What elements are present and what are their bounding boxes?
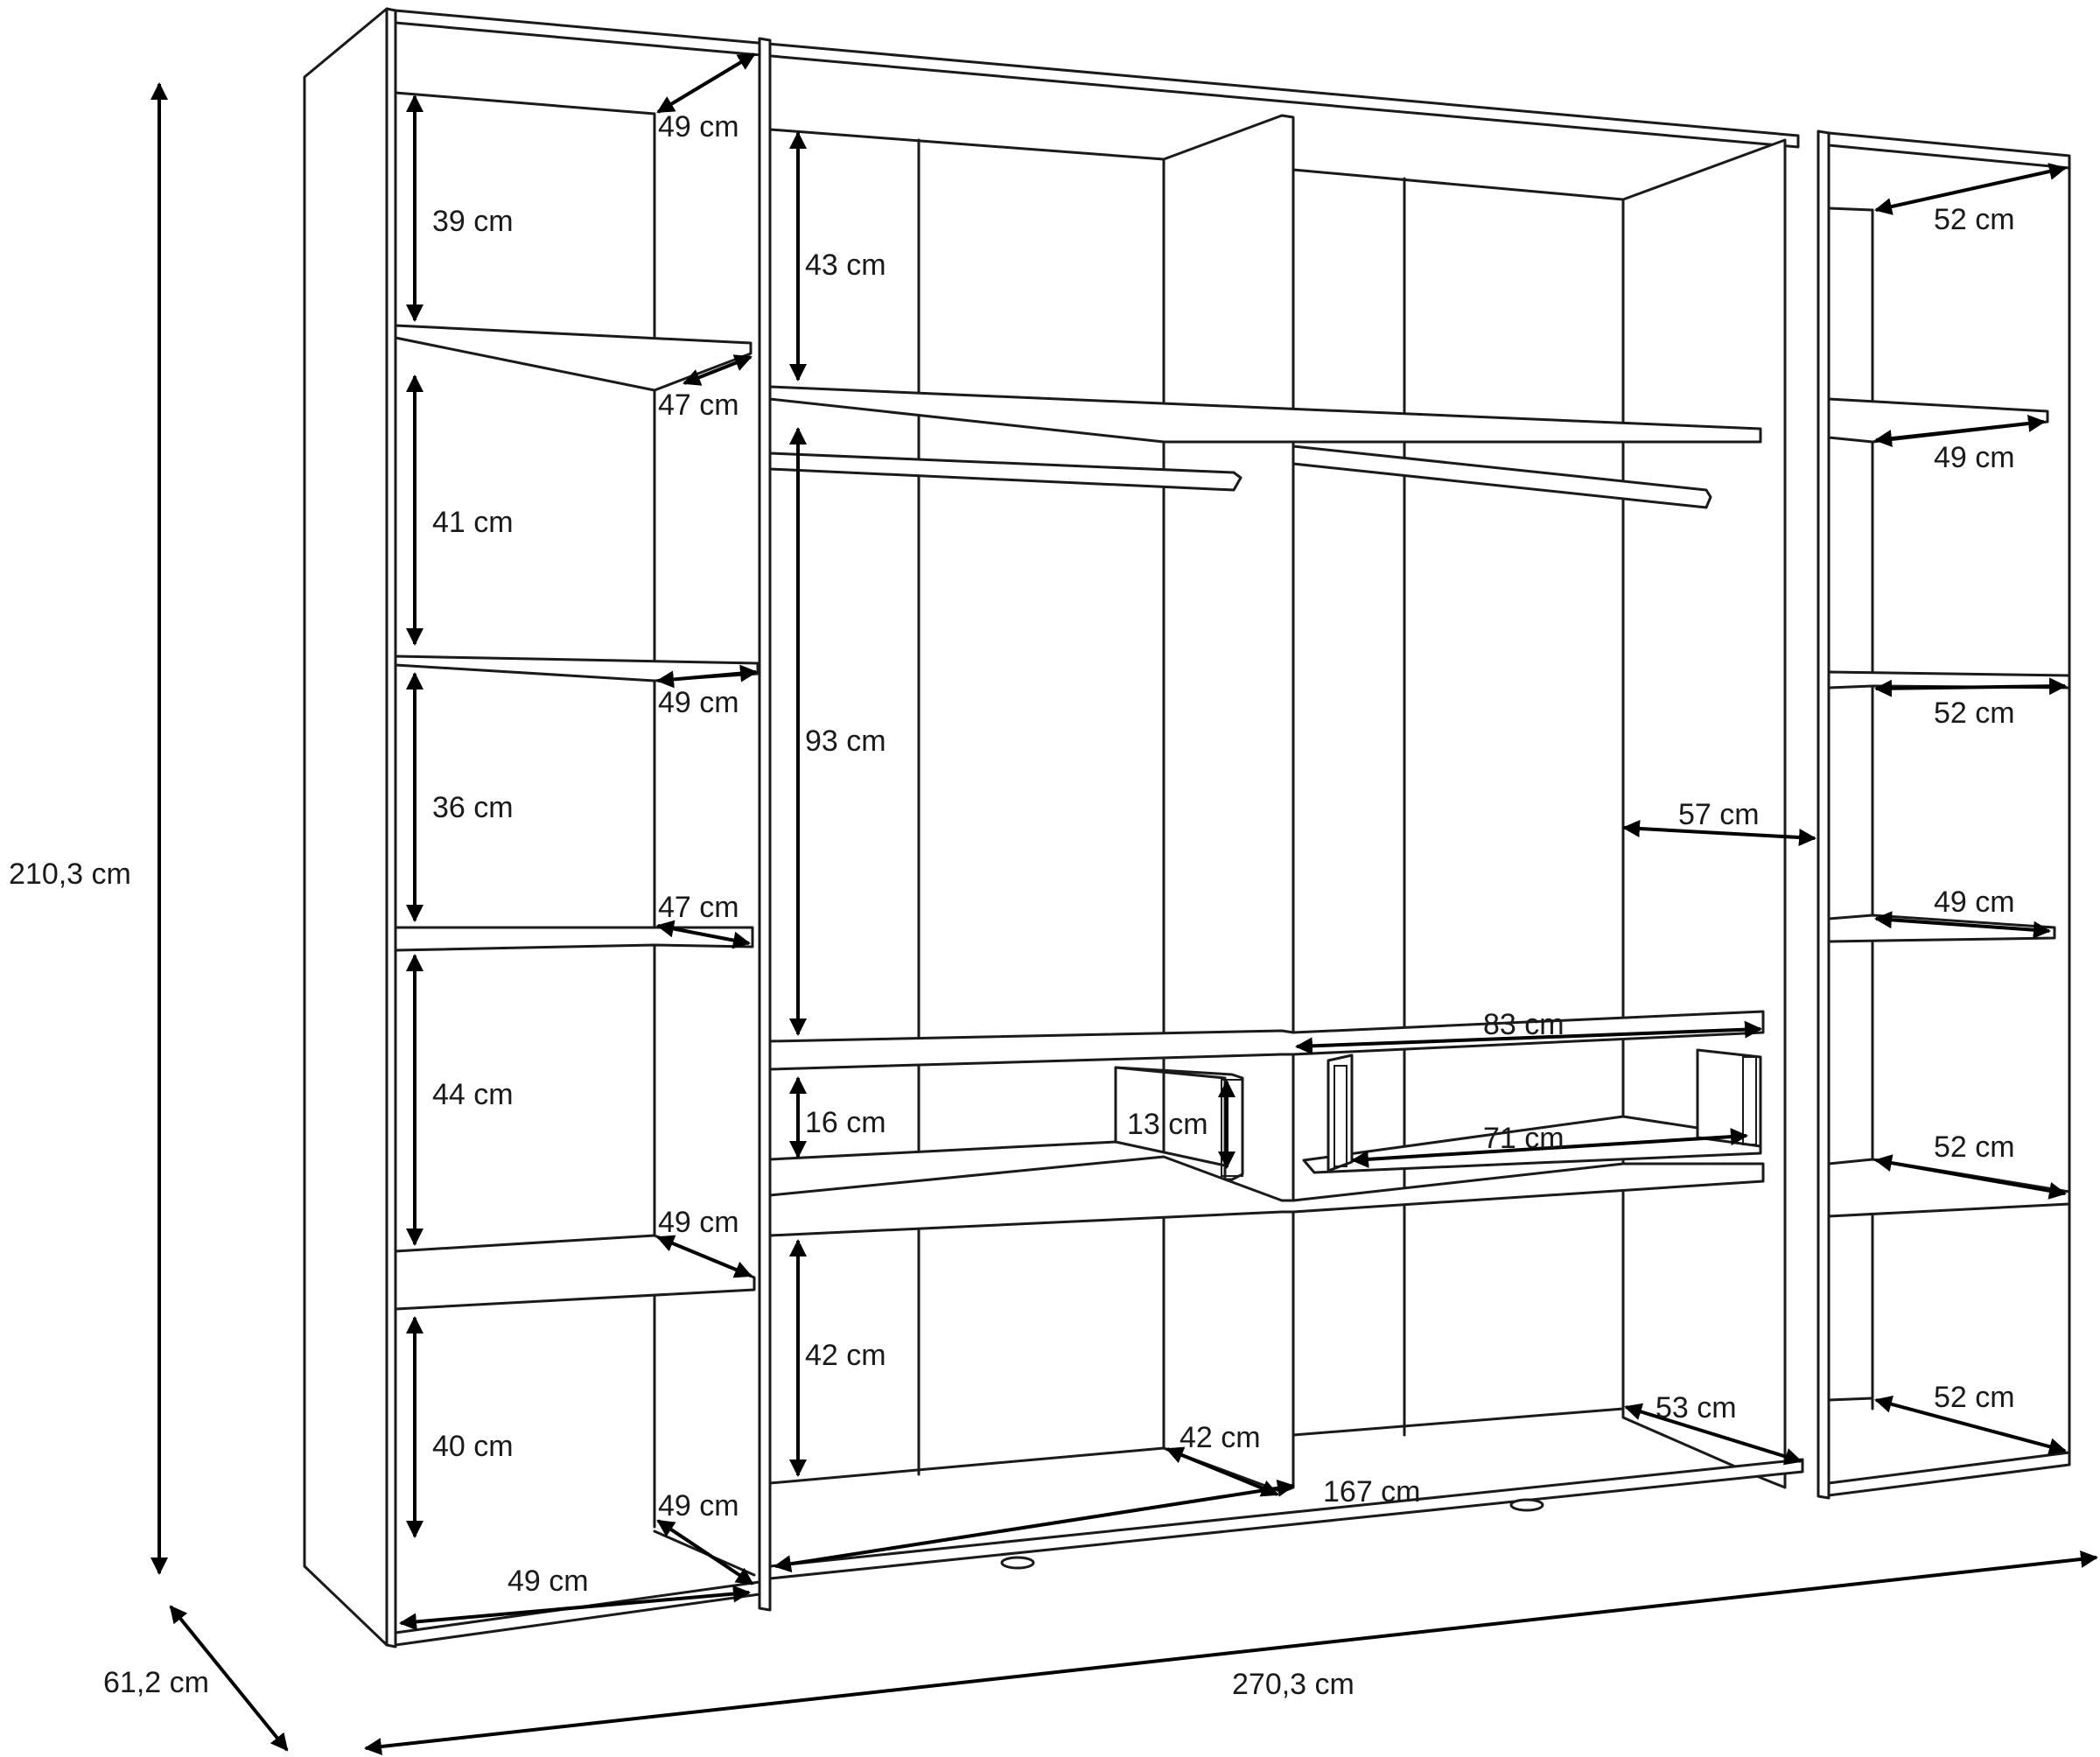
right-top-depth-label: 52 cm xyxy=(1934,203,2015,236)
overall-height-label: 210,3 cm xyxy=(9,858,131,891)
drawer-opening-label: 16 cm xyxy=(805,1106,886,1139)
left-h3-label: 36 cm xyxy=(432,791,514,824)
wardrobe-carcass xyxy=(303,7,2071,1648)
left-shelf2-depth-arrow xyxy=(656,664,758,689)
right-shelf3-depth-label: 49 cm xyxy=(1934,886,2015,919)
left-h5-label: 40 cm xyxy=(432,1430,514,1463)
overall-depth-label: 61,2 cm xyxy=(103,1666,209,1699)
middle-lower-shelf xyxy=(768,1155,1765,1237)
left-shelf1-depth-arrow xyxy=(682,354,752,386)
right-drawer-side-right xyxy=(1696,1048,1762,1148)
middle-bottom-height-label: 42 cm xyxy=(805,1339,886,1372)
left-side-panel xyxy=(303,7,388,1647)
left-shelf-4 xyxy=(394,1234,756,1311)
right-bottom-panel xyxy=(1827,1451,2071,1497)
right-shelf4-depth-arrow xyxy=(1874,1154,2067,1200)
right-shelf3-depth-arrow xyxy=(1874,911,2051,939)
drawer-height-label: 13 cm xyxy=(1127,1108,1208,1141)
left-depth-top-label: 49 cm xyxy=(658,110,739,144)
middle-bottom-width-arrow xyxy=(774,1479,1295,1573)
overall-width-label: 270,3 cm xyxy=(1232,1668,1354,1701)
dimension-labels: 210,3 cm 61,2 cm 270,3 cm 49 cm 39 cm 47… xyxy=(9,110,2015,1701)
middle-divider-panel xyxy=(1162,114,1295,1494)
middle-bottom-width-label: 167 cm xyxy=(1323,1475,1421,1508)
hanging-rail-right xyxy=(1292,444,1712,509)
left-divider-panel xyxy=(758,37,772,1612)
foot-right xyxy=(1509,1498,1544,1512)
drawer-width-label: 71 cm xyxy=(1483,1122,1564,1155)
middle-back-top-right xyxy=(1292,168,1625,201)
right-drawer-runner-right xyxy=(1742,1056,1757,1145)
left-shelf4-depth-label: 49 cm xyxy=(658,1206,739,1239)
right-shelves xyxy=(1827,397,2071,1218)
left-bottom-width-label: 49 cm xyxy=(508,1564,589,1598)
middle-back-top-left xyxy=(768,128,1166,161)
left-bottom-depth-label: 49 cm xyxy=(658,1489,739,1522)
left-bottom-depth-arrow xyxy=(656,1519,754,1586)
foot-left xyxy=(1000,1556,1035,1570)
inner-depth-arrow xyxy=(1622,820,1816,846)
left-shelf2-depth-label: 49 cm xyxy=(658,686,739,719)
middle-floor-left xyxy=(768,1446,1166,1485)
left-shelf-1 xyxy=(394,324,752,392)
right-top-depth-arrow xyxy=(1874,163,2067,215)
middle-bottom-depth-label: 42 cm xyxy=(1180,1421,1261,1454)
right-top-panel xyxy=(1827,131,2071,170)
left-shelf1-depth-label: 47 cm xyxy=(658,388,739,422)
hanging-rail-left xyxy=(768,452,1242,492)
middle-floor-right xyxy=(1292,1407,1625,1437)
dimension-arrows xyxy=(150,52,2098,1755)
left-h1-label: 39 cm xyxy=(432,205,514,238)
right-shelf1-depth-label: 49 cm xyxy=(1934,441,2015,474)
shelf-width-label: 83 cm xyxy=(1483,1008,1564,1041)
hanging-height-label: 93 cm xyxy=(805,724,886,758)
left-shelf3-depth-label: 47 cm xyxy=(658,891,739,924)
right-shelf2-depth-arrow xyxy=(1874,677,2067,697)
left-shelf3-depth-arrow xyxy=(656,920,751,949)
right-back-top xyxy=(1827,206,1874,212)
left-side-panel-front-edge xyxy=(385,7,397,1648)
shelf-width-arrow xyxy=(1295,1020,1762,1055)
right-bottom-depth-arrow xyxy=(1874,1396,2067,1455)
left-back-top xyxy=(394,91,656,116)
middle-top-shelf xyxy=(768,385,1762,444)
drawer-width-arrow xyxy=(1351,1128,1748,1168)
inner-depth-label: 57 cm xyxy=(1678,798,1760,831)
left-depth-top-arrow xyxy=(656,52,756,114)
left-shelf4-depth-arrow xyxy=(656,1235,752,1278)
left-shelf-3 xyxy=(394,926,754,952)
right-drawer-side-left xyxy=(1326,1054,1354,1172)
base-depth-label: 53 cm xyxy=(1656,1391,1737,1424)
middle-top-height-label: 43 cm xyxy=(805,248,886,282)
right-divider-panel xyxy=(1816,130,1830,1500)
right-floor-back xyxy=(1827,1396,1874,1402)
right-drawer-runner-left xyxy=(1334,1065,1348,1167)
right-shelf-1 xyxy=(1827,397,2049,444)
base-depth-arrow xyxy=(1624,1403,1802,1466)
overall-depth-arrow xyxy=(169,1605,289,1752)
left-bottom-width-arrow xyxy=(399,1585,751,1631)
right-shelf1-depth-arrow xyxy=(1874,415,2046,447)
right-shelf2-depth-label: 52 cm xyxy=(1934,696,2015,730)
left-h2-label: 41 cm xyxy=(432,506,514,539)
right-bottom-depth-label: 52 cm xyxy=(1934,1381,2015,1414)
top-panel xyxy=(394,9,1800,149)
overall-width-arrow xyxy=(364,1550,2098,1755)
left-h4-label: 44 cm xyxy=(432,1078,514,1111)
right-shelf4-depth-label: 52 cm xyxy=(1934,1130,2015,1164)
